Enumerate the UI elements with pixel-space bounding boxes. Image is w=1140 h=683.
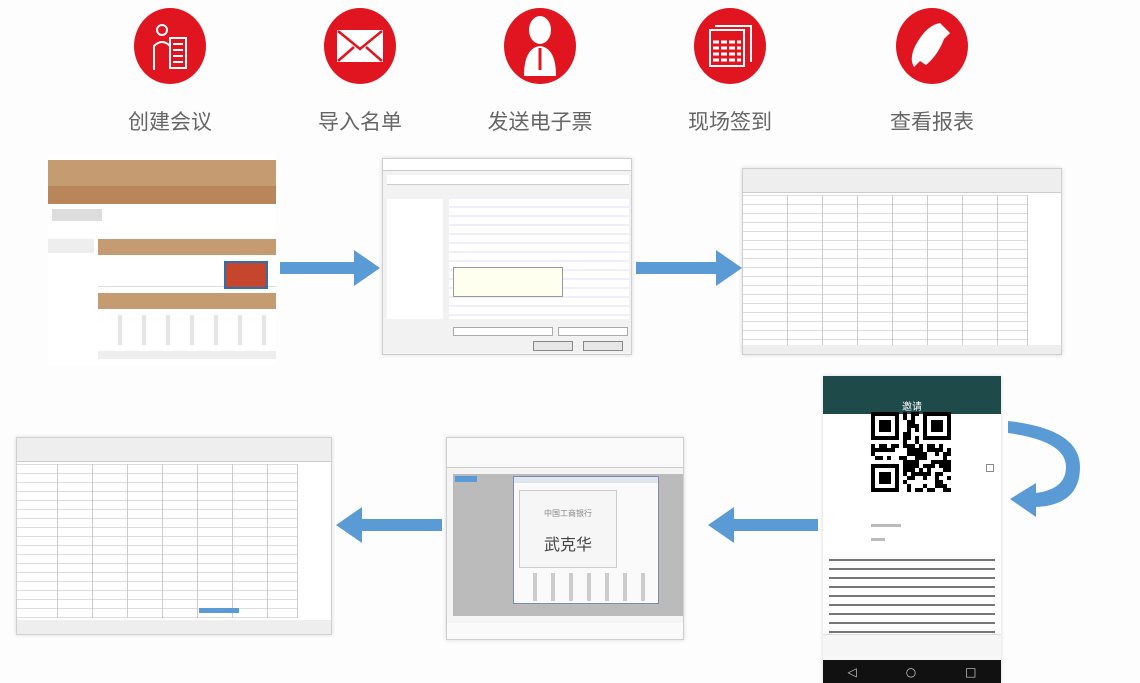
report-screenshot [16, 437, 332, 635]
person-tie-icon [504, 8, 576, 84]
step-label: 查看报表 [890, 110, 974, 134]
arrow-left-icon [708, 507, 818, 543]
step-send-eticket: 发送电子票 [465, 8, 615, 136]
curved-arrow-icon [1008, 421, 1080, 517]
phone-header: 邀请 [823, 376, 1001, 414]
step-label: 发送电子票 [487, 110, 593, 134]
arrow-right-icon [636, 250, 742, 286]
recents-nav-icon[interactable]: □ [965, 664, 977, 679]
guest-list-screenshot [742, 168, 1062, 355]
step-import-list: 导入名单 [285, 8, 435, 136]
badge-name: 武克华 [543, 535, 592, 554]
step-label: 导入名单 [318, 110, 402, 134]
home-nav-icon[interactable]: ○ [905, 664, 917, 679]
step-onsite-checkin: 现场签到 [655, 8, 805, 136]
badge-preview: 中国工商银行 武克华 [519, 490, 617, 568]
calendar-icon [986, 464, 994, 472]
envelope-icon [324, 8, 396, 84]
phone-eticket-screenshot: 邀请 ◁ ○ □ [823, 376, 1001, 683]
badge-print-screenshot: 中国工商银行 武克华 [446, 437, 684, 640]
badge-organization: 中国工商银行 [544, 509, 592, 518]
phone-title: 邀请 [902, 402, 922, 413]
arrow-right-icon [280, 250, 380, 286]
phone-icon [896, 8, 968, 84]
import-file-dialog-screenshot [382, 158, 632, 355]
ticket-table-icon [694, 8, 766, 84]
step-label: 创建会议 [128, 110, 212, 134]
arrow-left-icon [336, 507, 442, 543]
qr-code [871, 412, 951, 492]
back-nav-icon[interactable]: ◁ [847, 664, 857, 679]
create-meeting-screenshot [48, 155, 276, 365]
step-label: 现场签到 [688, 110, 772, 134]
step-view-report: 查看报表 [857, 8, 1007, 136]
clipboard-person-icon [134, 8, 206, 84]
step-create-meeting: 创建会议 [95, 8, 245, 136]
